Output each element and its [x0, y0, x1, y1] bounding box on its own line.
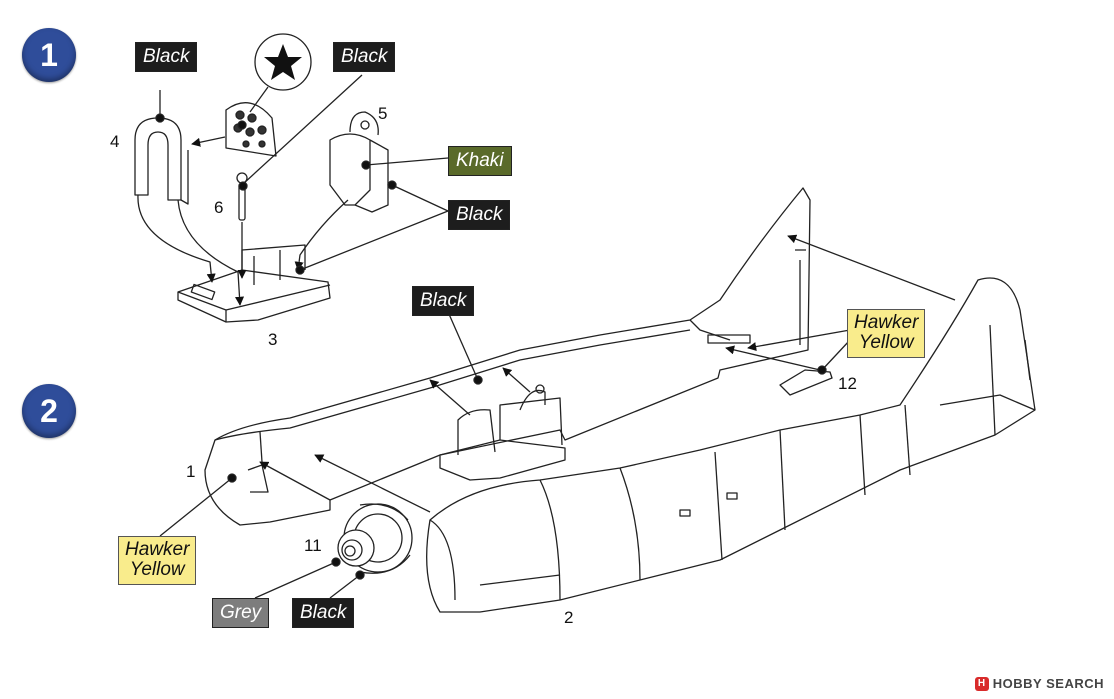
- watermark-logo-icon: H: [974, 676, 989, 691]
- part-number-1: 1: [186, 462, 196, 481]
- assembled-seat: [439, 384, 566, 481]
- part-12-tailwheel-door: [707, 334, 833, 396]
- star-callout: [249, 33, 312, 113]
- part-4-seat-back: [134, 117, 189, 205]
- label-black-step1-right: Black: [448, 200, 511, 230]
- label-hawker-yellow-front-line2: Yellow: [129, 558, 185, 580]
- watermark: H HOBBY SEARCH: [974, 676, 1104, 691]
- label-black-step2-seat: Black: [412, 286, 475, 316]
- label-hawker-yellow-front: Hawker Yellow: [118, 536, 197, 585]
- part-number-3: 3: [268, 330, 278, 349]
- label-hawker-yellow-tail-line1: Hawker: [854, 312, 919, 333]
- part-1-left-fuselage: [204, 187, 811, 526]
- part-number-6: 6: [214, 198, 224, 217]
- step-1-badge: 1: [22, 28, 76, 82]
- label-hawker-yellow-front-line1: Hawker: [125, 539, 190, 560]
- watermark-text: HOBBY SEARCH: [992, 676, 1104, 691]
- label-khaki: Khaki: [448, 146, 512, 176]
- label-hawker-yellow-tail-line2: Yellow: [858, 331, 914, 353]
- label-black-bottom: Black: [292, 598, 355, 628]
- part-3-cockpit-floor: [177, 244, 331, 323]
- label-grey: Grey: [212, 598, 270, 628]
- part-number-2: 2: [564, 608, 574, 627]
- part-2-right-fuselage: [426, 277, 1036, 613]
- part-number-12: 12: [838, 374, 857, 393]
- part-6-control-stick: [236, 172, 248, 221]
- part-number-11: 11: [304, 536, 322, 555]
- label-hawker-yellow-tail: Hawker Yellow: [847, 309, 926, 358]
- part-number-4: 4: [110, 132, 120, 151]
- label-black-top-mid: Black: [333, 42, 396, 72]
- part-11-engine: [337, 503, 413, 574]
- part-number-5: 5: [378, 104, 388, 123]
- label-black-top-left: Black: [135, 42, 198, 72]
- part-5-seat: [329, 111, 389, 213]
- step-2-badge: 2: [22, 384, 76, 438]
